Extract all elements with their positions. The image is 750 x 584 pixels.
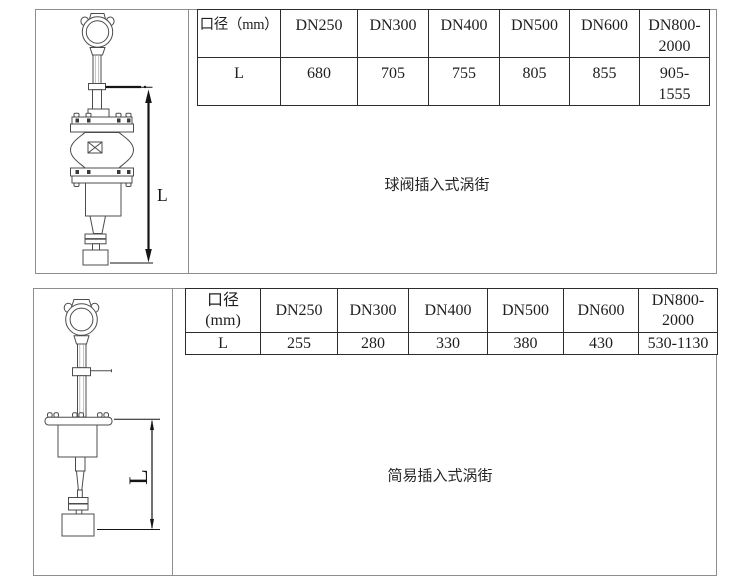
value-cell: 855 xyxy=(569,57,640,106)
ball-valve-flowmeter-diagram: L xyxy=(69,13,168,266)
row-label: L xyxy=(185,332,261,355)
spec-table-ball-valve: 口径（mm） DN250 DN300 DN400 DN500 DN600 DN8… xyxy=(197,9,710,106)
divider-diagram-table-1 xyxy=(188,9,189,274)
value-cell: 905- 1555 xyxy=(639,57,710,106)
header-cell-dn600: DN600 xyxy=(569,9,640,58)
header-cell-dn300: DN300 xyxy=(357,9,429,58)
value-cell: 755 xyxy=(428,57,500,106)
header-cell-diameter: 口径 (mm) xyxy=(185,288,261,333)
value-cell: 330 xyxy=(408,332,488,355)
dimension-label-L: L xyxy=(157,185,168,205)
header-cell-dn400: DN400 xyxy=(428,9,500,58)
table-value-row: L 680 705 755 805 855 905- 1555 xyxy=(197,57,710,106)
header-cell-dn500: DN500 xyxy=(499,9,570,58)
insertion-flowmeter-diagram: L xyxy=(44,299,160,537)
caption-ball-valve-insertion-vortex: 球阀插入式涡街 xyxy=(384,177,490,194)
table-header-row: 口径 (mm) DN250 DN300 DN400 DN500 DN600 DN… xyxy=(185,288,718,333)
value-cell: 255 xyxy=(260,332,338,355)
value-cell: 380 xyxy=(487,332,564,355)
header-cell-dn500: DN500 xyxy=(487,288,564,333)
value-cell: 530-1130 xyxy=(638,332,718,355)
row-label: L xyxy=(197,57,281,106)
dimension-label-L-rotated: L xyxy=(124,469,153,485)
value-cell: 430 xyxy=(563,332,639,355)
caption-simple-insertion-vortex: 简易插入式涡街 xyxy=(387,468,493,485)
header-cell-dn800-2000: DN800- 2000 xyxy=(638,288,718,333)
header-cell-dn800-2000: DN800- 2000 xyxy=(639,9,710,58)
divider-diagram-table-2 xyxy=(172,288,173,576)
value-cell: 680 xyxy=(280,57,358,106)
header-cell-dn300: DN300 xyxy=(337,288,409,333)
value-cell: 805 xyxy=(499,57,570,106)
value-cell: 280 xyxy=(337,332,409,355)
header-cell-dn250: DN250 xyxy=(260,288,338,333)
header-cell-dn250: DN250 xyxy=(280,9,358,58)
value-cell: 705 xyxy=(357,57,429,106)
table-value-row: L 255 280 330 380 430 530-1130 xyxy=(185,332,718,355)
header-cell-dn400: DN400 xyxy=(408,288,488,333)
table-header-row: 口径（mm） DN250 DN300 DN400 DN500 DN600 DN8… xyxy=(197,9,710,58)
header-cell-dn600: DN600 xyxy=(563,288,639,333)
header-cell-diameter: 口径（mm） xyxy=(197,9,281,58)
spec-table-simple-insertion: 口径 (mm) DN250 DN300 DN400 DN500 DN600 DN… xyxy=(185,288,718,355)
